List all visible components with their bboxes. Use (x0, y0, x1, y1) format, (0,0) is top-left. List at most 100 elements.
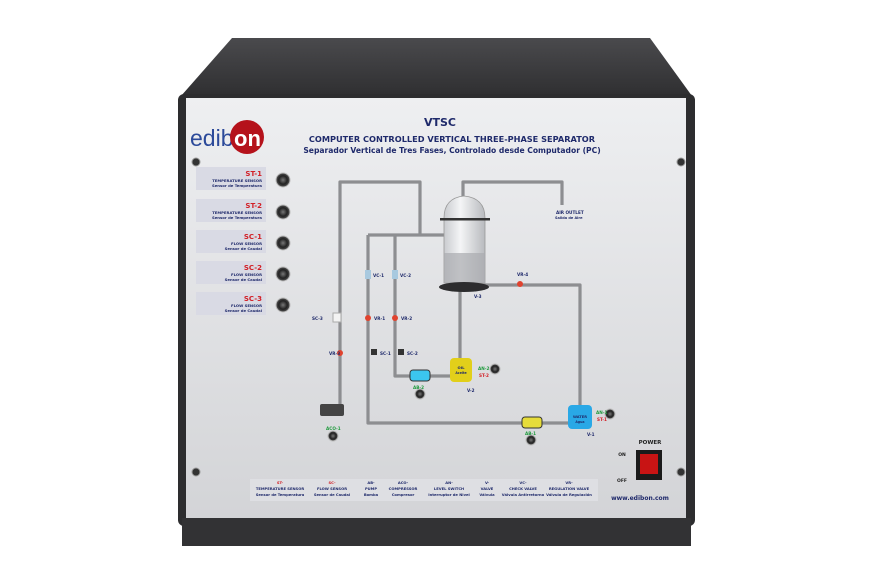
cabinet-top (181, 38, 692, 96)
edibon-logo: edib on (190, 120, 264, 154)
svg-text:V-3: V-3 (474, 294, 482, 299)
legend: ST- TEMPERATURE SENSOR Sensor de Temperatu… (256, 481, 593, 497)
svg-text:V-2: V-2 (467, 388, 475, 393)
svg-text:ST-1: ST-1 (597, 417, 607, 422)
svg-text:Sensor de Temperatura: Sensor de Temperatura (212, 183, 262, 188)
svg-text:Válvula: Válvula (479, 493, 495, 497)
svg-text:FLOW SENSOR: FLOW SENSOR (317, 487, 347, 491)
svg-text:V-1: V-1 (587, 432, 595, 437)
svg-text:SC-1: SC-1 (380, 351, 391, 356)
svg-text:AB-2: AB-2 (413, 385, 424, 390)
diagram-labels: AIR OUTLET Salida de Aire VC-1 VC-2 VR-1… (312, 210, 607, 437)
power-on-label: ON (618, 452, 626, 458)
svg-text:VR-3: VR-3 (329, 351, 340, 356)
power-off-label: OFF (617, 478, 627, 484)
svg-text:ACO-1: ACO-1 (326, 426, 341, 431)
oil-tank (450, 358, 472, 382)
svg-text:ST-2: ST-2 (245, 202, 262, 210)
svg-text:VALVE: VALVE (481, 487, 494, 491)
svg-text:Sensor de Temperatura: Sensor de Temperatura (256, 493, 305, 497)
svg-text:PUMP: PUMP (365, 487, 377, 491)
svg-text:SC-3: SC-3 (244, 295, 262, 303)
svg-text:AIR OUTLET: AIR OUTLET (556, 210, 584, 215)
water-tank-label-es: Agua (575, 420, 584, 424)
svg-text:ST-2: ST-2 (479, 373, 489, 378)
svg-text:Sensor de Caudal: Sensor de Caudal (225, 277, 262, 282)
svg-text:Válvula de Regulación: Válvula de Regulación (546, 493, 592, 497)
pipe-network (338, 180, 582, 425)
svg-text:Salida de Aire: Salida de Aire (555, 216, 583, 220)
svg-text:VC-1: VC-1 (373, 273, 384, 278)
sensor-label-sc3: SC-3 FLOW SENSOR Sensor de Caudal (196, 292, 266, 315)
pump-ab2-icon (409, 369, 431, 382)
svg-text:VR-2: VR-2 (401, 316, 412, 321)
regulation-valve-icon (337, 281, 523, 356)
svg-text:FLOW SENSOR: FLOW SENSOR (231, 272, 262, 277)
svg-text:on: on (234, 126, 261, 151)
sensor-label-sc1: SC-1 FLOW SENSOR Sensor de Caudal (196, 230, 266, 253)
svg-text:ST-: ST- (277, 481, 284, 485)
sensor-connector-icon[interactable] (275, 172, 616, 446)
water-tank-label: WATER (573, 415, 587, 419)
svg-text:FLOW SENSOR: FLOW SENSOR (231, 241, 262, 246)
svg-text:TEMPERATURE SENSOR: TEMPERATURE SENSOR (256, 487, 305, 491)
sensor-label-st1: ST-1 TEMPERATURE SENSOR Sensor de Temper… (196, 167, 266, 190)
svg-text:Bomba: Bomba (364, 493, 379, 497)
title-english: COMPUTER CONTROLLED VERTICAL THREE-PHASE… (309, 134, 596, 144)
svg-text:SC-: SC- (329, 481, 336, 485)
svg-text:V-: V- (485, 481, 490, 485)
front-panel (186, 98, 686, 518)
svg-text:AB-: AB- (367, 481, 375, 485)
svg-text:SC-2: SC-2 (407, 351, 418, 356)
svg-text:SC-3: SC-3 (312, 316, 323, 321)
svg-text:AN-1: AN-1 (596, 410, 607, 415)
svg-text:edib: edib (190, 125, 233, 151)
svg-text:VR-: VR- (565, 481, 573, 485)
legend-strip (250, 479, 598, 501)
svg-text:TEMPERATURE SENSOR: TEMPERATURE SENSOR (212, 178, 262, 183)
svg-text:AN-: AN- (445, 481, 453, 485)
svg-text:VC-: VC- (519, 481, 527, 485)
svg-text:AB-1: AB-1 (525, 431, 536, 436)
svg-text:SC-2: SC-2 (244, 264, 262, 272)
svg-text:ST-1: ST-1 (245, 170, 262, 178)
svg-text:Interruptor de Nivel: Interruptor de Nivel (428, 493, 470, 497)
oil-tank-label-es: Aceite (455, 371, 466, 375)
svg-text:FLOW SENSOR: FLOW SENSOR (231, 303, 262, 308)
svg-text:VR-4: VR-4 (517, 272, 528, 277)
separator-vessel (439, 195, 490, 292)
sensor-panel: ST-1 TEMPERATURE SENSOR Sensor de Temper… (196, 167, 266, 315)
website-label: www.edibon.com (611, 495, 669, 502)
power-switch[interactable] (636, 450, 662, 480)
svg-text:ACO-: ACO- (398, 481, 409, 485)
svg-text:LEVEL SWITCH: LEVEL SWITCH (434, 487, 464, 491)
water-tank (568, 405, 592, 429)
sensor-label-sc2: SC-2 FLOW SENSOR Sensor de Caudal (196, 261, 266, 284)
svg-text:Sensor de Caudal: Sensor de Caudal (314, 493, 350, 497)
svg-text:SC-1: SC-1 (244, 233, 262, 241)
screw-icon (191, 157, 686, 477)
svg-text:REGULATION VALVE: REGULATION VALVE (549, 487, 590, 491)
svg-text:COMPRESSOR: COMPRESSOR (389, 487, 418, 491)
svg-text:VR-1: VR-1 (374, 316, 385, 321)
power-label: POWER (639, 440, 663, 446)
svg-text:Sensor de Caudal: Sensor de Caudal (225, 308, 262, 313)
check-valve-icon (365, 270, 398, 279)
svg-text:Válvula Antirretorno: Válvula Antirretorno (502, 493, 545, 497)
pump-ab1-icon (521, 416, 543, 429)
product-code: VTSC (424, 116, 456, 129)
svg-text:VC-2: VC-2 (400, 273, 411, 278)
compressor-icon (320, 404, 344, 416)
svg-text:Sensor de Caudal: Sensor de Caudal (225, 246, 262, 251)
svg-text:AN-2: AN-2 (478, 366, 489, 371)
oil-tank-label: OIL (457, 365, 465, 370)
svg-text:CHECK VALVE: CHECK VALVE (509, 487, 537, 491)
sensor-label-st2: ST-2 TEMPERATURE SENSOR Sensor de Temper… (196, 199, 266, 222)
svg-text:Compresor: Compresor (392, 493, 415, 497)
cabinet-base (182, 518, 691, 546)
svg-text:Sensor de Temperatura: Sensor de Temperatura (212, 215, 262, 220)
flow-sensor-icon (332, 312, 404, 355)
svg-text:TEMPERATURE SENSOR: TEMPERATURE SENSOR (212, 210, 262, 215)
title-spanish: Separador Vertical de Tres Fases, Contro… (303, 146, 600, 155)
